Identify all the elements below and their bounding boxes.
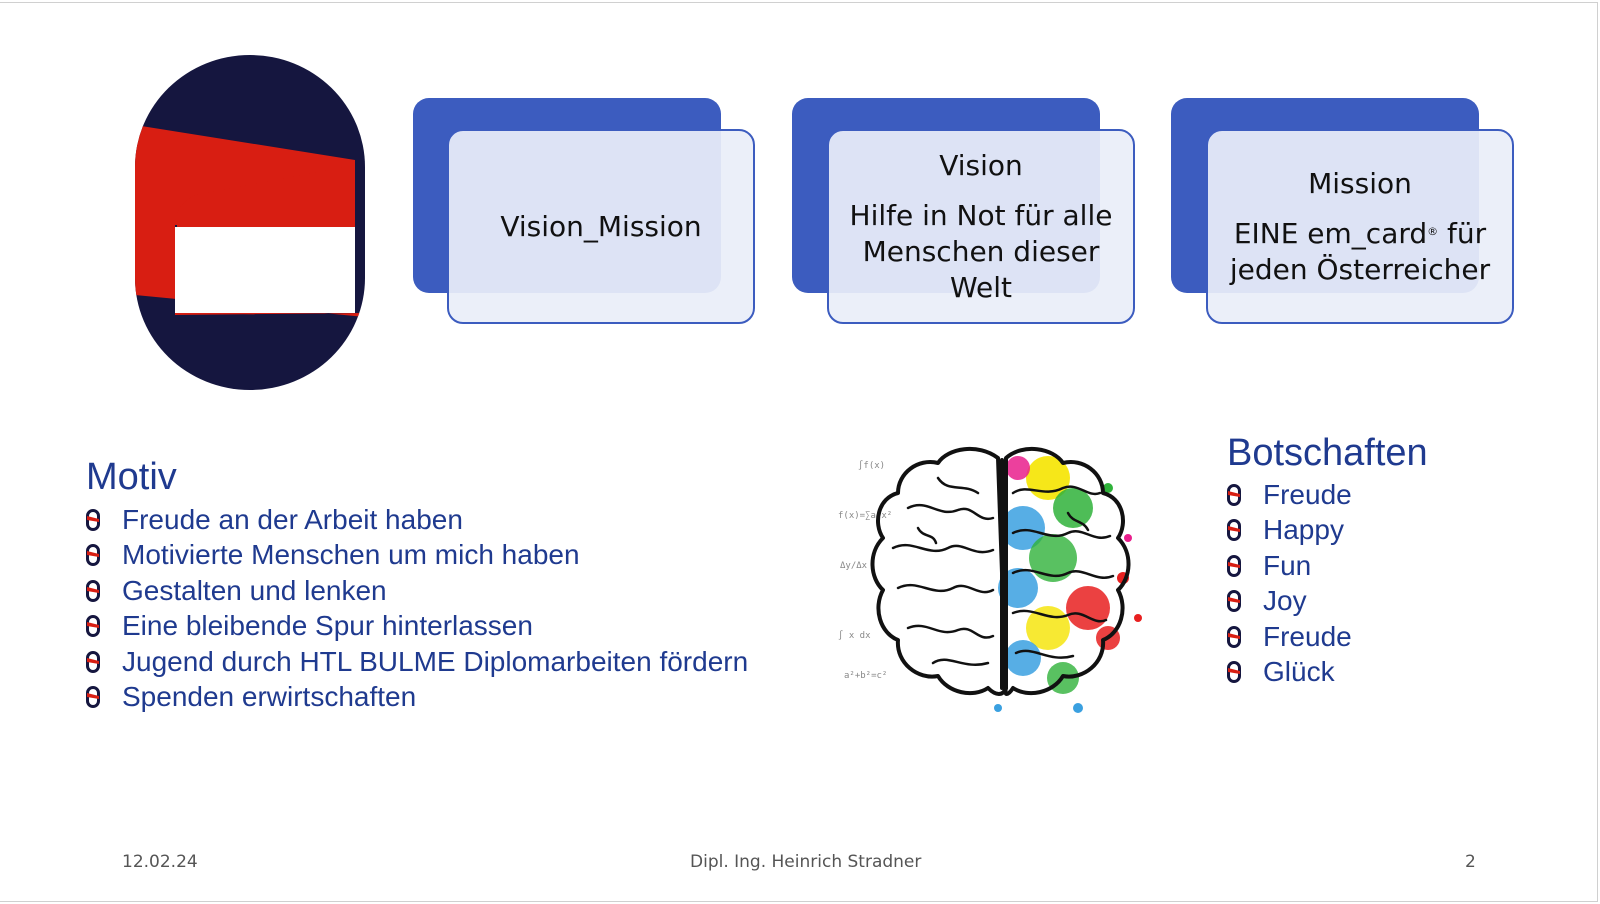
list-item: Freude	[1227, 619, 1352, 655]
list-item: Glück	[1227, 655, 1352, 691]
s-logo-bullet-icon	[86, 544, 100, 567]
list-item: Happy	[1227, 513, 1352, 549]
list-item: Freude	[1227, 477, 1352, 513]
list-item: Eine bleibende Spur hinterlassen	[86, 609, 748, 645]
registered-mark: ®	[1427, 224, 1439, 238]
list-item: Gestalten und lenken	[86, 573, 748, 609]
s-logo-bullet-icon	[1227, 554, 1241, 577]
card-vision-mission: Vision_Mission	[447, 129, 755, 324]
card-vision: Vision Hilfe in Not für alle Menschen di…	[827, 129, 1135, 324]
card-mission: Mission EINE em_card® für jeden Österrei…	[1206, 129, 1514, 324]
s-logo-bullet-icon	[86, 579, 100, 602]
card-line: jeden Österreicher	[1229, 252, 1491, 286]
list-item: Jugend durch HTL BULME Diplomarbeiten fö…	[86, 644, 748, 680]
s-logo-icon	[135, 55, 365, 390]
list-item: Freude an der Arbeit haben	[86, 502, 748, 538]
card-title: Mission	[1308, 166, 1412, 200]
s-logo-bullet-icon	[86, 615, 100, 638]
s-logo-bullet-icon	[1227, 590, 1241, 613]
s-logo-bullet-icon	[1227, 483, 1241, 506]
svg-text:∫ x dx: ∫ x dx	[838, 630, 871, 641]
s-logo-bullet-icon	[86, 650, 100, 673]
footer-author: Dipl. Ing. Heinrich Stradner	[690, 852, 922, 872]
list-item: Joy	[1227, 584, 1352, 620]
card-text: Vision_Mission	[500, 209, 702, 243]
card-line: Hilfe in Not für alle	[849, 198, 1113, 232]
svg-text:f(x)=∑a·x²: f(x)=∑a·x²	[838, 511, 892, 521]
s-logo-bullet-icon	[86, 686, 100, 709]
list-item: Motivierte Menschen um mich haben	[86, 538, 748, 574]
motiv-title: Motiv	[86, 456, 177, 498]
motiv-list: Freude an der Arbeit haben Motivierte Me…	[86, 502, 748, 715]
botschaften-title: Botschaften	[1227, 432, 1428, 474]
card-line-text: für	[1438, 216, 1487, 250]
card-line: Welt	[949, 270, 1013, 304]
card-line-text: EINE em_card	[1233, 216, 1428, 250]
card-line: Menschen dieser	[862, 234, 1100, 268]
svg-text:∫f(x): ∫f(x)	[858, 460, 885, 471]
footer-page-number: 2	[1465, 852, 1476, 872]
footer-date: 12.02.24	[122, 852, 198, 872]
botschaften-list: Freude Happy Fun Joy Freude Glück	[1227, 477, 1352, 690]
list-item: Fun	[1227, 548, 1352, 584]
svg-text:a²+b²=c²: a²+b²=c²	[844, 671, 887, 681]
list-item: Spenden erwirtschaften	[86, 680, 748, 716]
card-line: EINE em_card® für	[1234, 216, 1486, 252]
s-logo-bullet-icon	[1227, 661, 1241, 684]
s-logo-bullet-icon	[86, 508, 100, 531]
svg-text:Δy/Δx: Δy/Δx	[840, 561, 868, 571]
card-title: Vision	[939, 148, 1023, 182]
s-logo-bullet-icon	[1227, 625, 1241, 648]
s-logo-bullet-icon	[1227, 519, 1241, 542]
colorful-brain-illustration: f(x)=∑a·x² Δy/Δx ∫ x dx a²+b²=c² ∫f(x)	[838, 446, 1142, 713]
